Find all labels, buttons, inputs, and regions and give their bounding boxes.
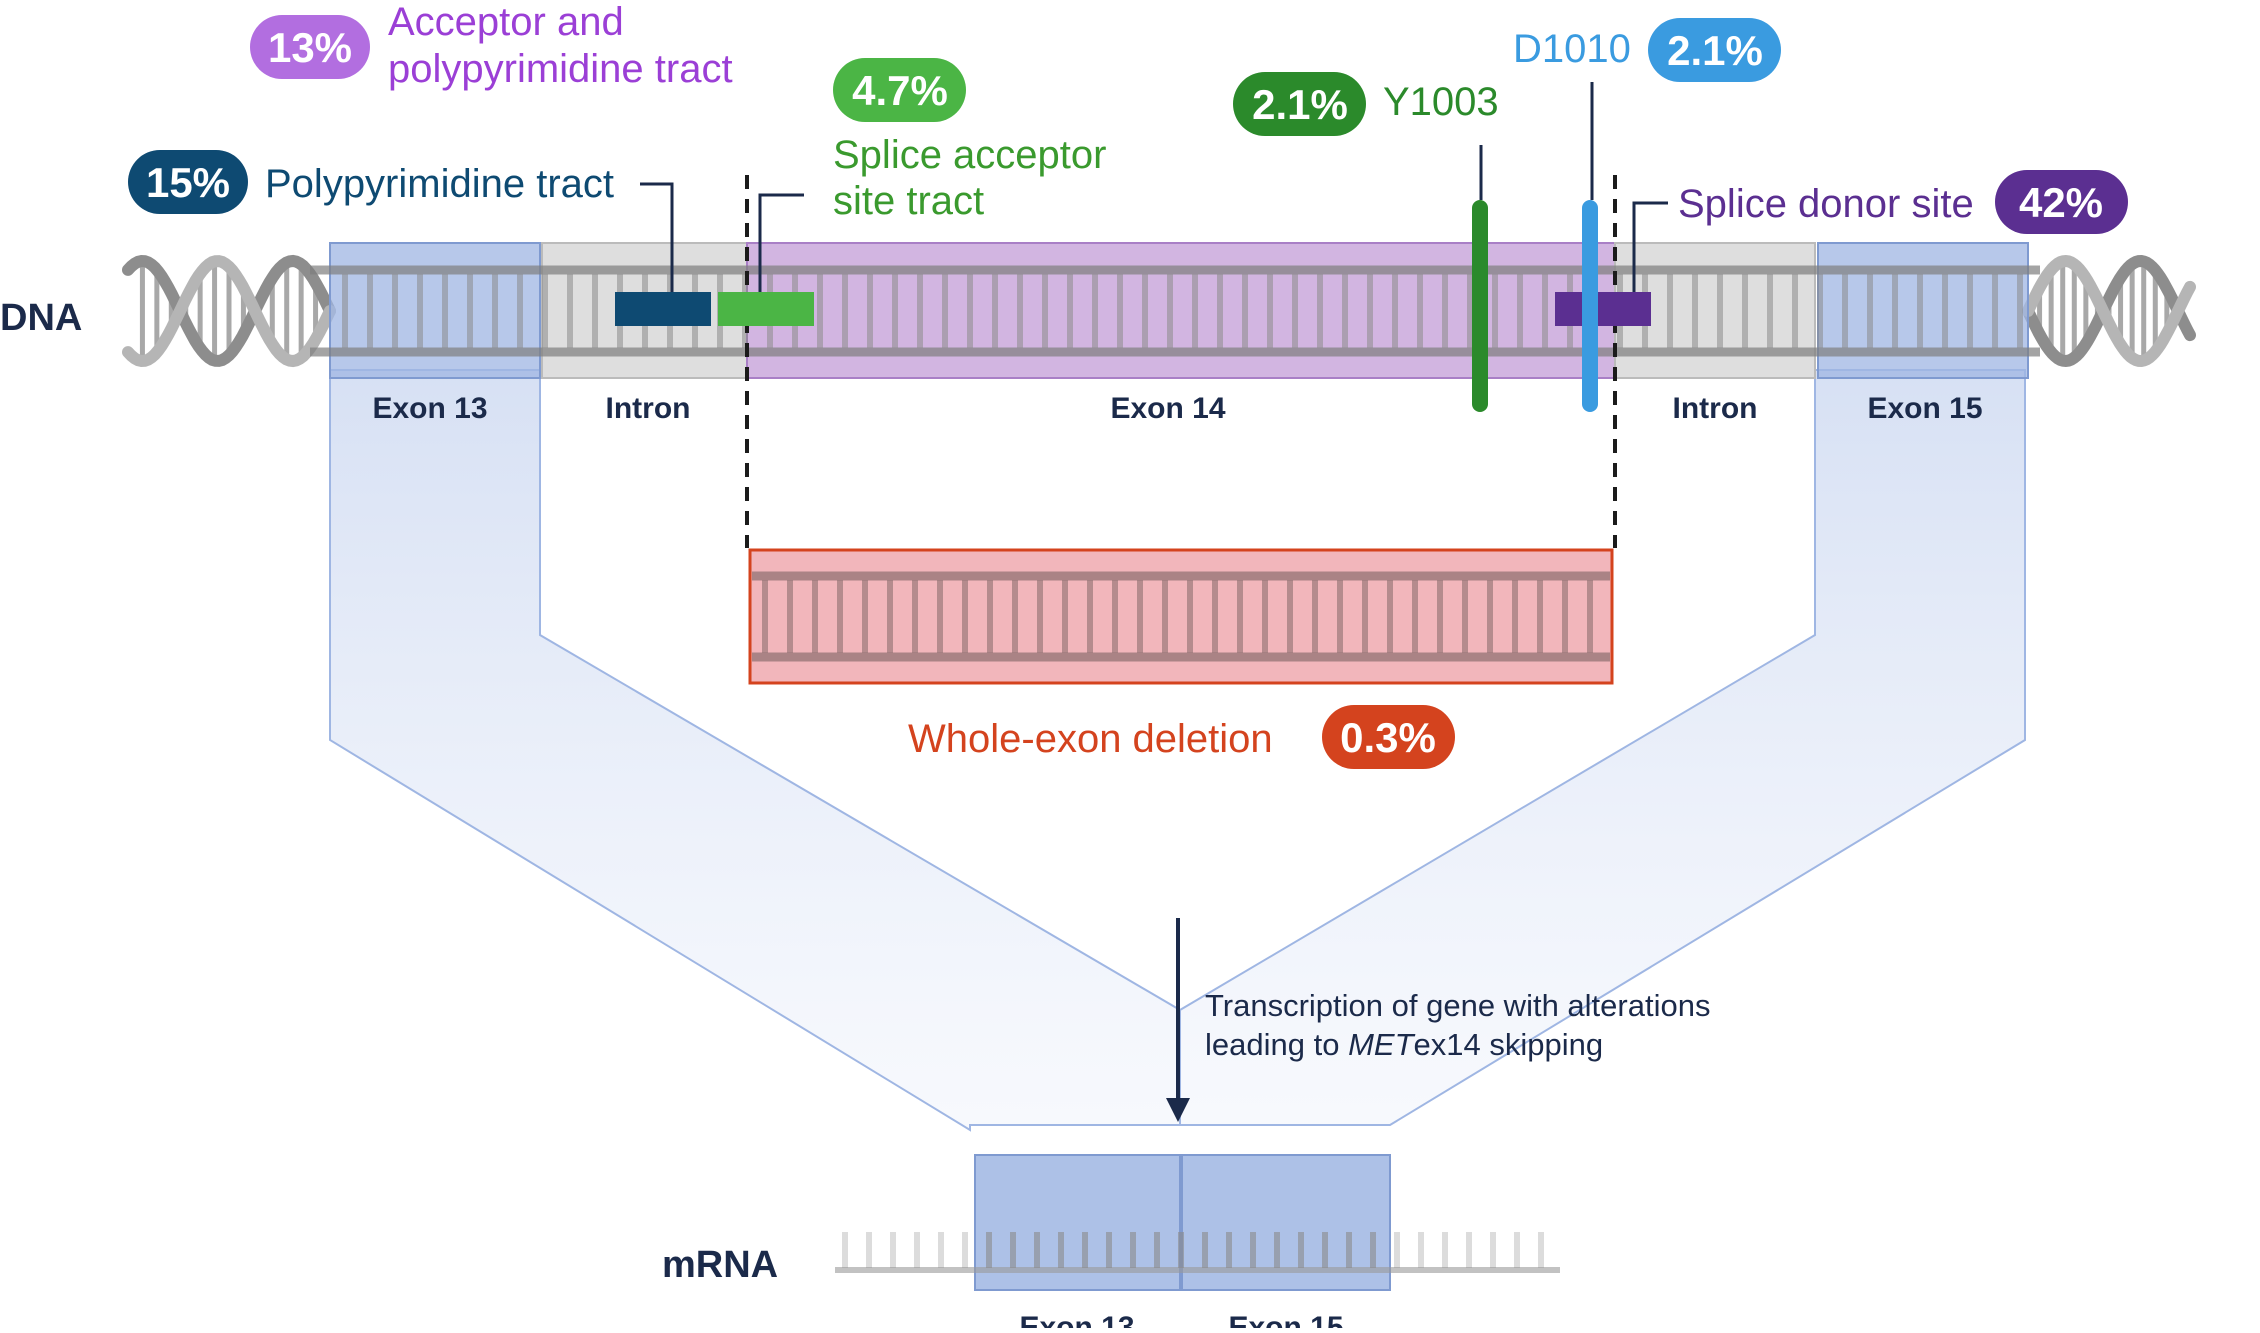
- pill-15: [128, 150, 248, 214]
- dna-label: DNA: [0, 297, 82, 339]
- pill-y1003: [1233, 72, 1366, 136]
- d1010-label: D1010: [1513, 27, 1631, 71]
- pill-42-text: 42%: [2019, 179, 2103, 226]
- deletion-block: [748, 548, 1614, 685]
- splice-acceptor-line1: Splice acceptor: [833, 133, 1106, 177]
- acceptor-polypyrimidine-line1: Acceptor and: [388, 0, 624, 44]
- funnel-exon15: [1179, 369, 2026, 1126]
- pill-d1010-text: 2.1%: [1667, 27, 1763, 74]
- transcription-met-italic: MET: [1348, 1027, 1416, 1062]
- y1003-marker: [1472, 200, 1488, 412]
- helix-strand: [122, 255, 336, 368]
- splice-donor-leader: [1632, 201, 1668, 292]
- y1003-label: Y1003: [1383, 80, 1499, 124]
- label-intron-left: Intron: [606, 392, 691, 425]
- pill-42: [1995, 170, 2128, 234]
- pill-y1003-text: 2.1%: [1252, 81, 1348, 128]
- label-intron-right: Intron: [1673, 392, 1758, 425]
- transcription-line2: leading to METex14 skipping: [1205, 1027, 1603, 1062]
- label-exon13: Exon 13: [372, 392, 487, 425]
- helix-strand: [2022, 254, 2196, 368]
- polypyrimidine-label: Polypyrimidine tract: [265, 162, 614, 206]
- pill-d1010: [1648, 18, 1781, 82]
- pill-13: [250, 15, 370, 79]
- pill-4-7-text: 4.7%: [852, 67, 948, 114]
- pill-4-7: [833, 58, 966, 122]
- deletion-rungs: [752, 571, 1610, 662]
- mrna-label: mRNA: [662, 1244, 778, 1286]
- pill-15-text: 15%: [146, 159, 230, 206]
- splice-acceptor-line2: site tract: [833, 179, 984, 223]
- dna-helix-right: [2022, 254, 2196, 368]
- pill-13-text: 13%: [268, 24, 352, 71]
- d1010-marker: [1582, 200, 1598, 412]
- mrna-exon15-label: Exon 15: [1228, 1311, 1343, 1328]
- mrna-exon13-label: Exon 13: [1019, 1311, 1134, 1328]
- helix-strand: [122, 254, 336, 367]
- transcription-line2-rest: ex14 skipping: [1414, 1027, 1604, 1062]
- whole-exon-deletion-label: Whole-exon deletion: [908, 717, 1273, 761]
- acceptor-polypyrimidine-line2: polypyrimidine tract: [388, 47, 733, 91]
- pill-0-3: [1322, 705, 1455, 769]
- mrna-rungs-overlay: [835, 1232, 1560, 1273]
- transcription-line1: Transcription of gene with alterations: [1205, 988, 1710, 1023]
- splice-acceptor-marker: [718, 292, 814, 326]
- dna-rungs-overlay: [310, 265, 2040, 357]
- label-exon15: Exon 15: [1867, 392, 1982, 425]
- label-exon14: Exon 14: [1110, 392, 1225, 425]
- helix-strand: [2022, 254, 2196, 368]
- exon13-block: [329, 242, 541, 379]
- transcription-line2-prefix: leading to: [1205, 1027, 1348, 1062]
- splice-acceptor-leader: [758, 193, 804, 292]
- polypyrimidine-marker: [615, 292, 711, 326]
- transcription-arrowhead: [1166, 1098, 1190, 1122]
- pill-0-3-text: 0.3%: [1340, 714, 1436, 761]
- dna-helix-left: [122, 254, 336, 368]
- polypyrimidine-leader: [640, 182, 674, 292]
- splice-donor-marker: [1555, 292, 1651, 326]
- splice-donor-label: Splice donor site: [1678, 182, 1974, 226]
